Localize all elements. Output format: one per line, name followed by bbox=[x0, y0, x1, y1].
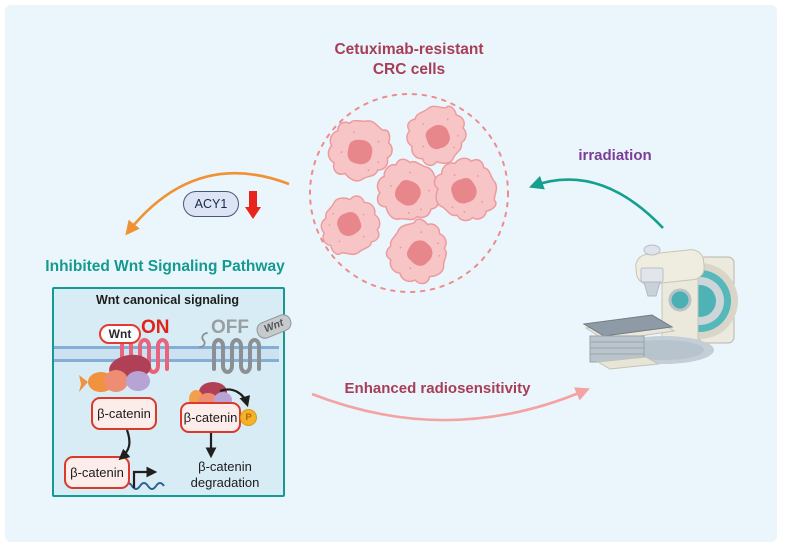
beta-catenin-phospho-box: β-catenin bbox=[180, 402, 241, 433]
beta-catenin-nucleus-box: β-catenin bbox=[64, 456, 130, 489]
beta-catenin-cytoplasm-box: β-catenin bbox=[91, 397, 157, 430]
degradation-label-line1: β-catenin bbox=[198, 459, 252, 474]
acy1-pill: ACY1 bbox=[183, 191, 239, 217]
off-state-label: OFF bbox=[211, 317, 249, 338]
figure-title: Cetuximab-resistant CRC cells bbox=[298, 40, 520, 80]
irradiation-label: irradiation bbox=[578, 147, 652, 164]
radiosensitivity-label: Enhanced radiosensitivity bbox=[344, 380, 531, 397]
on-state-label: ON bbox=[141, 317, 170, 338]
figure-title-line2: CRC cells bbox=[372, 61, 446, 78]
degradation-label-line2: degradation bbox=[190, 475, 260, 490]
phosphorylation-mark: P bbox=[240, 409, 257, 426]
degradation-label: β-catenin degradation bbox=[183, 459, 267, 491]
pathway-heading: Inhibited Wnt Signaling Pathway bbox=[45, 258, 285, 275]
figure-title-line1: Cetuximab-resistant bbox=[334, 41, 484, 58]
wnt-ligand-on-pill: Wnt bbox=[99, 324, 141, 344]
wnt-box-title: Wnt canonical signaling bbox=[95, 293, 240, 307]
